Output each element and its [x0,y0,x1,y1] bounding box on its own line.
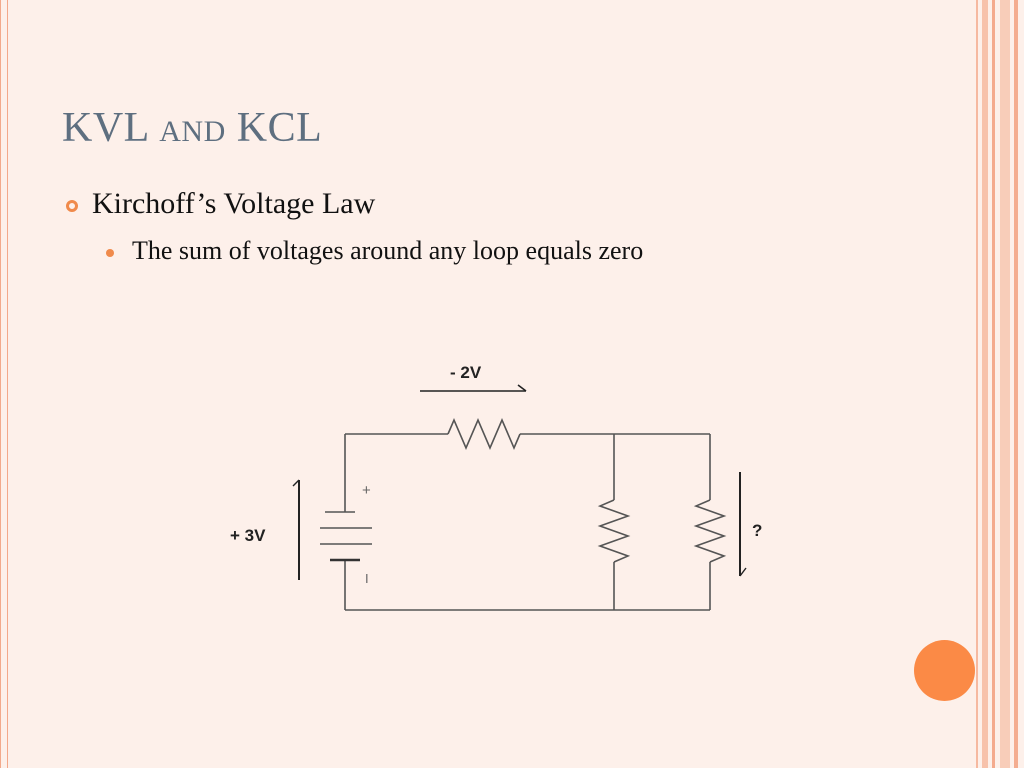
unknown-voltage-label: ? [752,521,762,540]
subbullet-text: The sum of voltages around any loop equa… [132,236,644,265]
circuit-diagram: - 2V + 3V + I ? [230,363,762,611]
decorative-circle [914,640,975,701]
top-resistor [447,417,521,451]
dot-bullet-icon [106,249,114,257]
title-word-kcl: KCL [236,105,323,151]
subbullet-sum: The sum of voltages around any loop equa… [106,236,643,266]
top-resistor-label: - 2V [450,363,482,382]
ring-bullet-icon [66,200,78,212]
battery-plus-sign: + [362,482,371,499]
right-resistor [693,499,727,563]
bullet-text: Kirchoff’s Voltage Law [92,187,376,220]
left-border [0,0,8,768]
middle-resistor [597,499,631,563]
slide-title: KVL and KCL [62,104,322,152]
title-word-kvl: KVL [62,105,149,151]
bullet-kirchoff: Kirchoff’s Voltage Law [66,187,375,221]
title-word-and: and [159,115,226,148]
source-voltage-label: + 3V [230,526,266,545]
right-stripes [976,0,1024,768]
battery-minus-sign: I [365,571,369,586]
